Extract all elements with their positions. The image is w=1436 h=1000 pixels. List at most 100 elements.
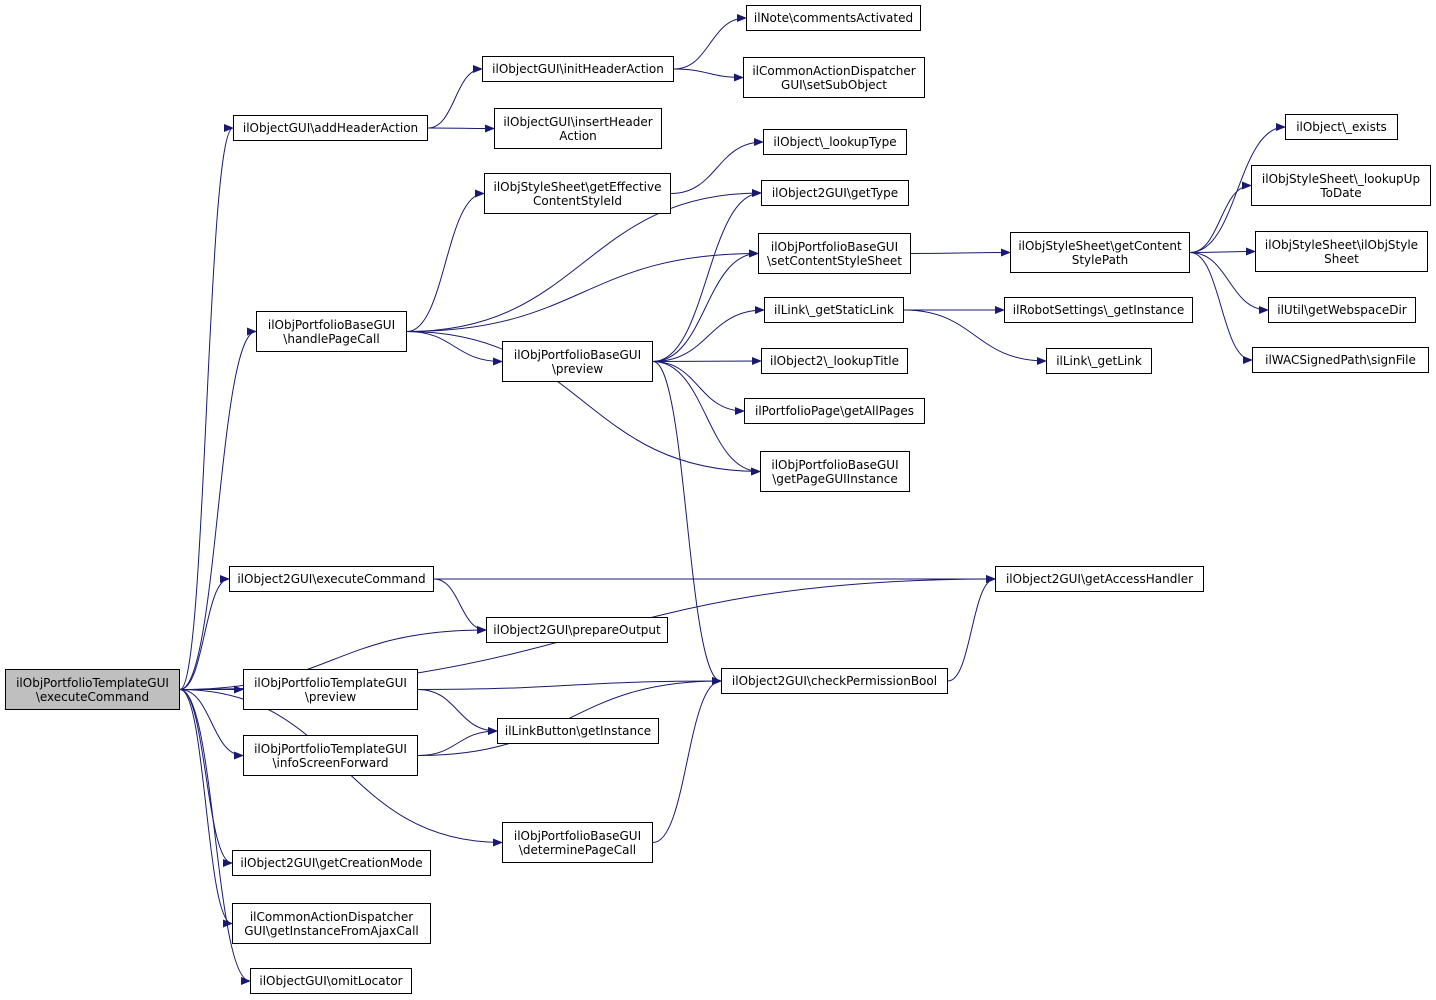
edge-root-to-omitLocator bbox=[179, 689, 251, 985]
graph-node-infoScreenForward[interactable]: ilObjPortfolioTemplateGUI\infoScreenForw… bbox=[243, 735, 418, 776]
graph-node-o2ExecuteCommand[interactable]: ilObject2GUI\executeCommand bbox=[229, 566, 434, 592]
graph-node-getWebspaceDir[interactable]: ilUtil\getWebspaceDir bbox=[1268, 297, 1416, 323]
node-label-line: ilObjPortfolioTemplateGUI bbox=[254, 741, 407, 756]
node-label-line: ilObject2GUI\executeCommand bbox=[237, 572, 426, 586]
node-label-line: ilPortfolioPage\getAllPages bbox=[754, 404, 914, 418]
graph-node-omitLocator[interactable]: ilObjectGUI\omitLocator bbox=[250, 968, 412, 994]
node-label-line: ilObject2GUI\checkPermissionBool bbox=[731, 674, 938, 688]
node-label-line: Sheet bbox=[1324, 251, 1359, 266]
node-label-line: ilLink\_getLink bbox=[1056, 354, 1142, 368]
graph-node-initHeaderAction[interactable]: ilObjectGUI\initHeaderAction bbox=[482, 56, 674, 82]
node-label-line: ilObjStyleSheet\ilObjStyle bbox=[1264, 237, 1419, 252]
node-label-line: ilObjPortfolioBaseGUI bbox=[771, 457, 899, 472]
graph-node-lookupTitle[interactable]: ilObject2\_lookupTitle bbox=[761, 348, 908, 374]
graph-node-getType[interactable]: ilObject2GUI\getType bbox=[761, 180, 909, 206]
node-label-line: \executeCommand bbox=[35, 689, 150, 704]
graph-node-getCreationMode[interactable]: ilObject2GUI\getCreationMode bbox=[232, 850, 431, 876]
graph-node-setContentStyleSheet[interactable]: ilObjPortfolioBaseGUI\setContentStyleShe… bbox=[758, 233, 911, 274]
graph-node-robotGetInstance[interactable]: ilRobotSettings\_getInstance bbox=[1004, 297, 1193, 323]
node-label-line: ilObjPortfolioBaseGUI bbox=[513, 347, 642, 362]
edge-root-to-getInstanceFromAjaxCall bbox=[179, 689, 233, 928]
edge-root-to-addHeaderAction bbox=[179, 124, 234, 690]
graph-node-addHeaderAction[interactable]: ilObjectGUI\addHeaderAction bbox=[233, 115, 428, 141]
node-label-line: \determinePageCall bbox=[518, 842, 637, 857]
edge-getContentStylePath-to-getWebspaceDir bbox=[1189, 252, 1269, 314]
edge-root-to-o2ExecuteCommand bbox=[179, 575, 230, 690]
edge-checkPermissionBool-to-getAccessHandler bbox=[947, 575, 996, 682]
node-label-line: \preview bbox=[551, 361, 604, 376]
node-label-line: ilObject2GUI\prepareOutput bbox=[493, 623, 661, 637]
graph-node-determinePageCall[interactable]: ilObjPortfolioBaseGUI\determinePageCall bbox=[502, 822, 653, 863]
node-label-line: ilRobotSettings\_getInstance bbox=[1012, 303, 1185, 317]
graph-node-handlePageCall[interactable]: ilObjPortfolioBaseGUI\handlePageCall bbox=[256, 311, 407, 352]
edge-tplPreview-to-linkButtonGetInstance bbox=[417, 689, 498, 735]
node-label-line: GUI\getInstanceFromAjaxCall bbox=[244, 923, 419, 938]
node-label-line: ilObject2\_lookupTitle bbox=[770, 354, 899, 368]
graph-node-basePreview[interactable]: ilObjPortfolioBaseGUI\preview bbox=[502, 341, 653, 382]
node-label-line: GUI\setSubObject bbox=[781, 77, 887, 92]
node-label-line: ilObjectGUI\addHeaderAction bbox=[242, 121, 419, 135]
graph-node-root[interactable]: ilObjPortfolioTemplateGUI\executeCommand bbox=[5, 669, 180, 710]
node-label-line: ilObject\_lookupType bbox=[773, 135, 897, 149]
graph-node-getPageGUIInstance[interactable]: ilObjPortfolioBaseGUI\getPageGUIInstance bbox=[760, 451, 910, 492]
node-label-line: ilLink\_getStaticLink bbox=[774, 303, 894, 317]
edge-determinePageCall-to-checkPermissionBool bbox=[652, 677, 722, 843]
node-label-line: \setContentStyleSheet bbox=[767, 253, 902, 268]
edge-o2ExecuteCommand-to-prepareOutput bbox=[433, 578, 487, 634]
node-label-line: ilObjPortfolioTemplateGUI bbox=[254, 675, 407, 690]
edge-getContentStylePath-to-ilObjStyleSheet bbox=[1189, 247, 1256, 256]
graph-node-signFile[interactable]: ilWACSignedPath\signFile bbox=[1252, 347, 1429, 373]
edge-getEffectiveContentStyleId-to-lookupType bbox=[670, 138, 764, 194]
node-label-line: ilObjStyleSheet\getEffective bbox=[493, 179, 662, 194]
graph-node-getAccessHandler[interactable]: ilObject2GUI\getAccessHandler bbox=[995, 566, 1204, 592]
edge-initHeaderAction-to-setSubObject bbox=[673, 68, 744, 82]
node-label-line: ilObjStyleSheet\getContent bbox=[1018, 238, 1182, 253]
graph-node-getLink[interactable]: ilLink\_getLink bbox=[1046, 348, 1152, 374]
graph-node-getStaticLink[interactable]: ilLink\_getStaticLink bbox=[764, 297, 904, 323]
node-label-line: ilObject2GUI\getAccessHandler bbox=[1005, 572, 1194, 586]
edge-infoScreenForward-to-linkButtonGetInstance bbox=[417, 727, 498, 756]
node-label-line: ilObject\_exists bbox=[1296, 120, 1387, 134]
node-label-line: StylePath bbox=[1071, 252, 1129, 267]
edge-getStaticLink-to-getLink bbox=[903, 309, 1047, 365]
edge-basePreview-to-setContentStyleSheet bbox=[652, 249, 759, 362]
node-label-line: ContentStyleId bbox=[532, 193, 623, 208]
edge-getContentStylePath-to-lookupUpToDate bbox=[1189, 181, 1252, 253]
graph-node-linkButtonGetInstance[interactable]: ilLinkButton\getInstance bbox=[497, 718, 659, 744]
node-label-line: \infoScreenForward bbox=[272, 755, 389, 770]
edge-root-to-infoScreenForward bbox=[179, 689, 244, 760]
graph-node-lookupType[interactable]: ilObject\_lookupType bbox=[763, 129, 907, 155]
graph-node-exists[interactable]: ilObject\_exists bbox=[1285, 114, 1398, 140]
graph-node-commentsActivated[interactable]: ilNote\commentsActivated bbox=[746, 5, 921, 31]
node-label-line: ilCommonActionDispatcher bbox=[752, 63, 916, 78]
node-label-line: ilObjPortfolioTemplateGUI bbox=[16, 675, 169, 690]
node-label-line: ilObjectGUI\omitLocator bbox=[259, 974, 403, 988]
node-label-line: ilObjectGUI\insertHeader bbox=[503, 114, 653, 129]
edge-handlePageCall-to-getPageGUIInstance bbox=[406, 331, 761, 476]
graph-node-prepareOutput[interactable]: ilObject2GUI\prepareOutput bbox=[486, 617, 668, 643]
node-label-line: ilObjStyleSheet\_lookupUp bbox=[1261, 171, 1421, 186]
edge-handlePageCall-to-setContentStyleSheet bbox=[406, 249, 759, 332]
node-label-line: ilObject2GUI\getCreationMode bbox=[240, 856, 423, 870]
node-label-line: ilUtil\getWebspaceDir bbox=[1277, 303, 1407, 317]
edge-basePreview-to-lookupTitle bbox=[652, 357, 762, 366]
graph-node-checkPermissionBool[interactable]: ilObject2GUI\checkPermissionBool bbox=[721, 668, 948, 694]
node-label-line: \preview bbox=[304, 689, 357, 704]
edge-basePreview-to-getPageGUIInstance bbox=[652, 361, 761, 476]
edge-handlePageCall-to-getEffectiveContentStyleId bbox=[406, 189, 485, 332]
node-label-line: ToDate bbox=[1320, 185, 1362, 200]
node-label-line: ilCommonActionDispatcher bbox=[249, 909, 414, 924]
graph-node-getAllPages[interactable]: ilPortfolioPage\getAllPages bbox=[744, 398, 925, 424]
node-label-line: \getPageGUIInstance bbox=[772, 471, 898, 486]
graph-node-tplPreview[interactable]: ilObjPortfolioTemplateGUI\preview bbox=[243, 669, 418, 710]
edge-basePreview-to-getType bbox=[652, 189, 762, 362]
node-label-line: ilObjPortfolioBaseGUI bbox=[513, 828, 642, 843]
